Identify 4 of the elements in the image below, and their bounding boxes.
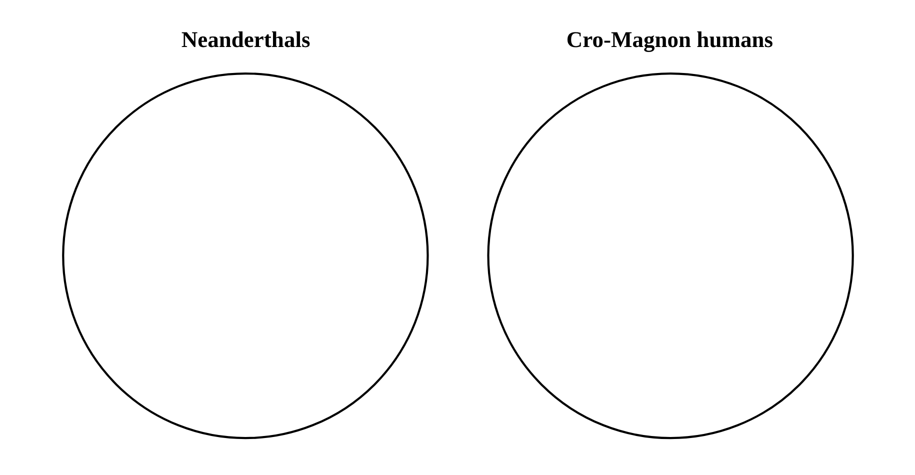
- node-label: Neanderthals: [180, 27, 310, 52]
- node-circle: [486, 72, 854, 440]
- node-label: Cro-Magnon humans: [566, 27, 773, 52]
- node-circle: [62, 72, 428, 440]
